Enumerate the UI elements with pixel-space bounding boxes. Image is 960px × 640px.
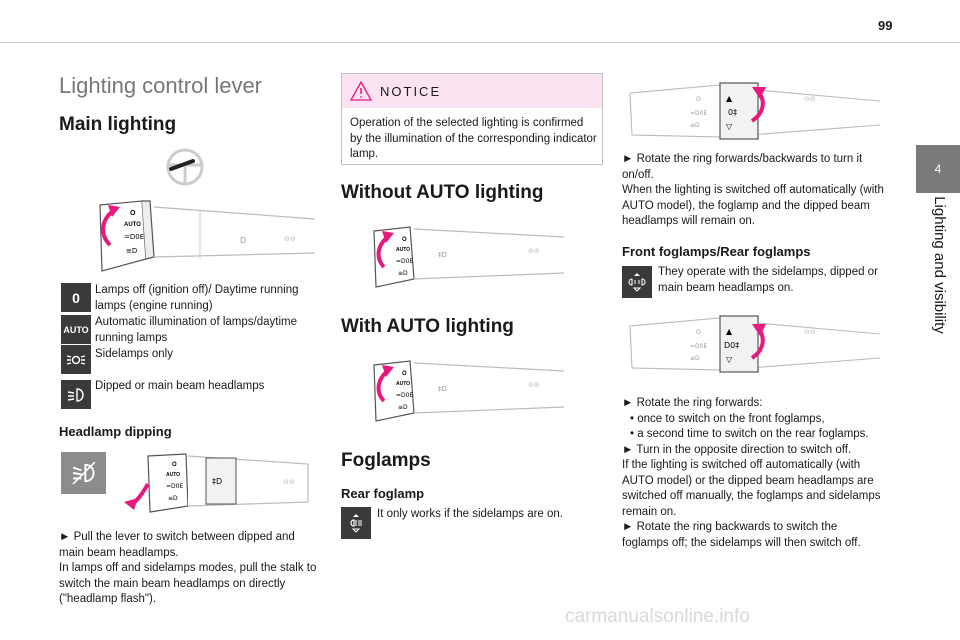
- svg-text:⊖⊘: ⊖⊘: [283, 478, 295, 486]
- svg-text:≡D: ≡D: [398, 404, 408, 411]
- section-rear-foglamp: Rear foglamp: [341, 486, 425, 501]
- warning-icon: [349, 80, 373, 101]
- rear-foglamp-text: It only works if the sidelamps are on.: [377, 508, 563, 520]
- sidelamps-icon: [61, 345, 91, 374]
- svg-text:▲: ▲: [726, 94, 733, 103]
- svg-text:⊖⊘: ⊖⊘: [528, 381, 540, 389]
- headlamps-text: Dipped or main beam headlamps: [95, 380, 265, 392]
- headlamp-dipping-icon: [61, 452, 106, 494]
- without-auto-stalk-illustration: O AUTO =D0E ≡D ‡D ⊖⊘: [373, 226, 565, 288]
- page-number: 99: [878, 18, 893, 33]
- lighting-stalk-illustration: O AUTO =D0E ≡D D ⊖⊘: [99, 200, 316, 272]
- auto-text: Automatic illumination of lamps/daytime …: [95, 316, 297, 344]
- chapter-title: Lighting and visibility: [931, 196, 948, 334]
- svg-text:=D0E: =D0E: [124, 233, 144, 241]
- svg-text:≡D: ≡D: [690, 355, 700, 362]
- svg-text:‡D: ‡D: [212, 477, 222, 486]
- svg-text:O: O: [130, 210, 136, 217]
- rear-foglamp-ring-illustration: O =D0E ≡D ▲ 0‡ ▽ ⊖⊘: [629, 82, 881, 140]
- section-foglamps: Foglamps: [341, 450, 431, 471]
- dipping-text: ► Pull the lever to switch between dippe…: [59, 531, 317, 605]
- svg-text:▲: ▲: [726, 327, 733, 336]
- svg-text:=D0E: =D0E: [166, 483, 183, 490]
- rotate-text: ► Rotate the ring forwards/backwards to …: [622, 153, 884, 227]
- headlamps-icon: [61, 380, 91, 409]
- svg-text:AUTO: AUTO: [124, 222, 141, 228]
- chapter-tab[interactable]: 4: [916, 145, 960, 193]
- svg-text:O: O: [172, 462, 177, 468]
- lamps-off-text: Lamps off (ignition off)/ Daytime runnin…: [95, 284, 299, 312]
- watermark: carmanualsonline.info: [565, 606, 750, 627]
- svg-text:D: D: [240, 236, 246, 245]
- auto-icon: AUTO: [61, 315, 91, 344]
- steering-wheel-icon: [166, 148, 204, 186]
- section-with-auto: With AUTO lighting: [341, 316, 514, 337]
- notice-header: NOTICE: [342, 74, 602, 108]
- with-auto-stalk-illustration: O AUTO =D0E ≡D ‡D ⊖⊘: [373, 360, 565, 422]
- svg-text:≡D: ≡D: [126, 247, 137, 255]
- front-rear-steps: ► Rotate the ring forwards: • once to sw…: [622, 397, 881, 549]
- svg-text:O: O: [696, 96, 701, 103]
- sidelamps-text: Sidelamps only: [95, 348, 173, 360]
- svg-text:▽: ▽: [726, 122, 733, 131]
- rear-foglamp-icon: [341, 507, 371, 539]
- section-front-rear-foglamps: Front foglamps/Rear foglamps: [622, 244, 811, 259]
- notice-title: NOTICE: [380, 84, 442, 99]
- svg-text:⊖⊘: ⊖⊘: [804, 95, 816, 103]
- lamps-off-icon: 0: [61, 283, 91, 312]
- svg-text:≡D: ≡D: [168, 495, 178, 502]
- svg-text:=D0E: =D0E: [396, 258, 413, 265]
- svg-text:O: O: [696, 329, 701, 336]
- svg-text:⊖⊘: ⊖⊘: [528, 247, 540, 255]
- svg-text:‡D: ‡D: [438, 385, 447, 393]
- svg-text:AUTO: AUTO: [166, 472, 180, 478]
- svg-text:≡D: ≡D: [690, 122, 700, 129]
- svg-text:▽: ▽: [726, 355, 733, 364]
- svg-text:AUTO: AUTO: [396, 247, 410, 253]
- svg-text:‡D: ‡D: [438, 251, 447, 259]
- svg-text:=D0E: =D0E: [690, 343, 707, 350]
- svg-text:O: O: [402, 237, 407, 243]
- section-headlamp-dipping: Headlamp dipping: [59, 424, 172, 439]
- svg-text:⊖⊘: ⊖⊘: [804, 328, 816, 336]
- svg-text:AUTO: AUTO: [396, 381, 410, 387]
- notice-box: NOTICE Operation of the selected lightin…: [341, 73, 603, 165]
- svg-text:⊖⊘: ⊖⊘: [284, 235, 296, 243]
- front-foglamp-ring-illustration: O =D0E ≡D ▲ D0‡ ▽ ⊖⊘: [629, 315, 881, 373]
- svg-text:=D0E: =D0E: [690, 110, 707, 117]
- svg-text:0‡: 0‡: [728, 108, 737, 117]
- svg-text:≡D: ≡D: [398, 270, 408, 277]
- svg-text:D0‡: D0‡: [724, 341, 739, 350]
- front-rear-foglamp-icon: [622, 266, 652, 298]
- headlamp-dipping-illustration: O AUTO =D0E ≡D ‡D ⊖⊘: [124, 453, 309, 513]
- front-rear-text: They operate with the sidelamps, dipped …: [658, 266, 878, 294]
- svg-text:O: O: [402, 371, 407, 377]
- section-without-auto: Without AUTO lighting: [341, 182, 544, 203]
- section-main-lighting: Main lighting: [59, 114, 177, 135]
- header-divider: [0, 42, 960, 43]
- svg-text:=D0E: =D0E: [396, 392, 413, 399]
- page-title: Lighting control lever: [59, 73, 263, 98]
- notice-text: Operation of the selected lighting is co…: [350, 117, 597, 160]
